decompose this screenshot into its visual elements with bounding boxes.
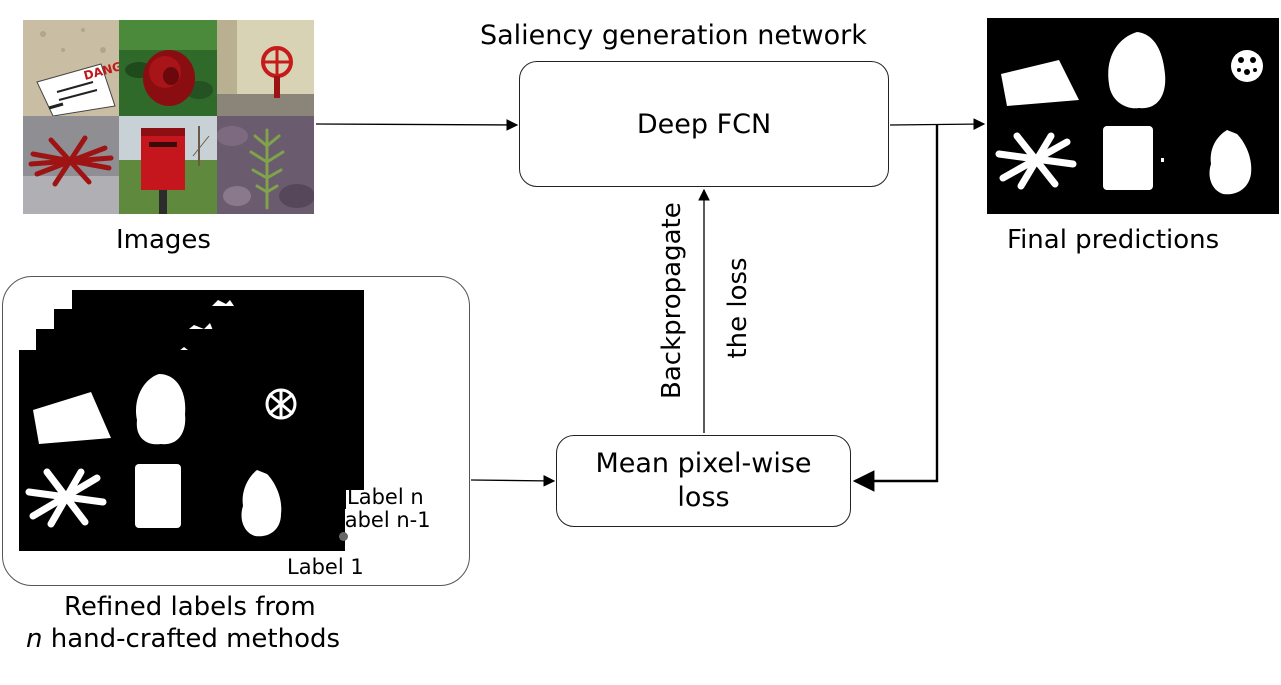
label-1-text: Label 1 bbox=[287, 555, 364, 579]
label-mask-rose bbox=[135, 374, 186, 445]
labels-caption-line1: Refined labels from bbox=[64, 592, 316, 622]
mask-postbox bbox=[1103, 126, 1153, 190]
labels-caption-line2: n hand-crafted methods bbox=[26, 626, 340, 652]
deep-fcn-box: Deep FCN bbox=[519, 61, 889, 187]
label-n-minus-1-text: Label n-1 bbox=[333, 508, 431, 532]
mean-loss-label-line1: Mean pixel-wise bbox=[595, 448, 812, 480]
mask-plant bbox=[1209, 130, 1252, 195]
label-masks bbox=[25, 374, 297, 537]
clothespins-image bbox=[23, 116, 119, 214]
mask-rose bbox=[1108, 32, 1166, 109]
arrow-predictions-to-loss bbox=[852, 125, 939, 492]
images-caption: Images bbox=[116, 225, 211, 255]
ellipsis-dot bbox=[339, 532, 348, 541]
label-mask-postbox bbox=[135, 464, 181, 528]
mask-sign bbox=[1001, 60, 1079, 106]
mask-speck bbox=[1161, 158, 1164, 162]
label-mask-clothespins bbox=[25, 468, 107, 528]
label-n-text: Label n bbox=[347, 485, 424, 509]
thumbnail-clothespins bbox=[23, 116, 119, 214]
arrow-labels-to-loss bbox=[470, 475, 556, 487]
label-mask-valve bbox=[265, 388, 297, 420]
labels-caption-n: n bbox=[26, 624, 43, 654]
mean-loss-label-line2: loss bbox=[677, 482, 730, 513]
prediction-masks bbox=[995, 32, 1263, 195]
postbox-image bbox=[119, 116, 217, 214]
thumbnail-postbox bbox=[119, 116, 217, 214]
mask-clothespins bbox=[995, 132, 1077, 190]
thumbnail-plant bbox=[217, 116, 314, 214]
thumbnail-danger-sign: DANG bbox=[23, 20, 119, 116]
mean-loss-box: Mean pixel-wise loss bbox=[556, 435, 851, 527]
thumbnail-valve-wheel bbox=[217, 20, 314, 116]
network-title: Saliency generation network bbox=[480, 20, 867, 51]
danger-sign-image: DANG bbox=[23, 20, 119, 116]
mask-valve bbox=[1231, 50, 1263, 82]
label-mask-plant bbox=[241, 470, 282, 537]
labels-caption-rest: hand-crafted methods bbox=[42, 624, 341, 654]
plant-image bbox=[217, 116, 314, 214]
label-sheet-1 bbox=[19, 350, 345, 551]
rose-image bbox=[119, 20, 217, 116]
arrow-fcn-to-predictions bbox=[889, 118, 986, 130]
final-predictions-caption: Final predictions bbox=[1007, 225, 1220, 255]
thumbnail-red-rose bbox=[119, 20, 217, 116]
final-predictions-panel bbox=[987, 18, 1279, 214]
label-mask-sign bbox=[33, 392, 111, 444]
arrow-images-to-fcn bbox=[315, 119, 519, 131]
deep-fcn-label: Deep FCN bbox=[636, 108, 772, 140]
valve-image bbox=[217, 20, 314, 116]
